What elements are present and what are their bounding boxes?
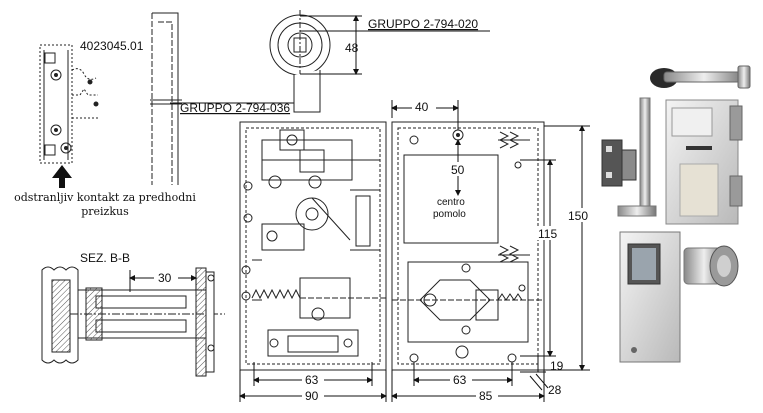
- dimension-28: [529, 373, 549, 391]
- lock-body-right: [391, 121, 545, 371]
- dim-115-bg: [536, 226, 564, 240]
- product-photo-lever-key: [650, 65, 751, 89]
- dim-150: 150: [568, 209, 588, 223]
- dim-40-bg: [412, 100, 436, 114]
- product-photo-rod: [617, 97, 657, 217]
- dim-63-right-bg: [450, 372, 472, 386]
- dimension-150: [544, 125, 590, 371]
- dim-50-bg: [448, 162, 468, 176]
- dim-63-left-bg: [302, 372, 324, 386]
- product-photo-cover-plate: [619, 231, 681, 363]
- dimension-48: [300, 15, 362, 75]
- dim-30: 30: [158, 271, 172, 285]
- arrow-up-icon: [52, 165, 72, 188]
- part-number-label: 4023045.01: [80, 39, 144, 53]
- dim-85: 85: [479, 389, 493, 403]
- dim-63-left: 63: [305, 373, 319, 387]
- product-photo-knob: [683, 245, 739, 287]
- dim-63-right: 63: [453, 373, 467, 387]
- removable-contact-note: odstranljiv kontakt za predhodni preizku…: [0, 191, 210, 219]
- note-line-2: preizkus: [81, 205, 129, 218]
- dim-40: 40: [415, 100, 429, 114]
- dimension-19: [520, 356, 546, 373]
- product-photo-lock-body: [665, 99, 743, 225]
- dim-48: 48: [345, 41, 359, 55]
- dim-115: 115: [538, 227, 557, 241]
- centro-label-line2: pomolo: [433, 209, 466, 220]
- dim-90-bg: [302, 388, 324, 402]
- dim-90: 90: [305, 389, 319, 403]
- dim-50: 50: [451, 163, 465, 177]
- group-top-label: GRUPPO 2-794-020: [368, 17, 478, 31]
- dim-30-bg: [154, 270, 178, 284]
- section-bb-drawing: [41, 266, 225, 377]
- dim-85-bg: [476, 388, 498, 402]
- product-photo-contact-block: [601, 139, 637, 187]
- lock-body-left: [239, 121, 387, 371]
- dim-150-bg: [566, 208, 596, 222]
- centro-label-line1: centro: [437, 197, 465, 208]
- dim-28: 28: [548, 383, 562, 397]
- contact-schematic: [39, 44, 99, 164]
- section-label: SEZ. B-B: [80, 251, 130, 265]
- note-line-1: odstranljiv kontakt za predhodni: [14, 191, 196, 204]
- dimension-85: [391, 370, 545, 402]
- knob-top-view: [269, 10, 331, 113]
- dim-19: 19: [550, 359, 564, 373]
- group-left-label: GRUPPO 2-794-036: [180, 101, 290, 115]
- control-rod: [150, 12, 182, 185]
